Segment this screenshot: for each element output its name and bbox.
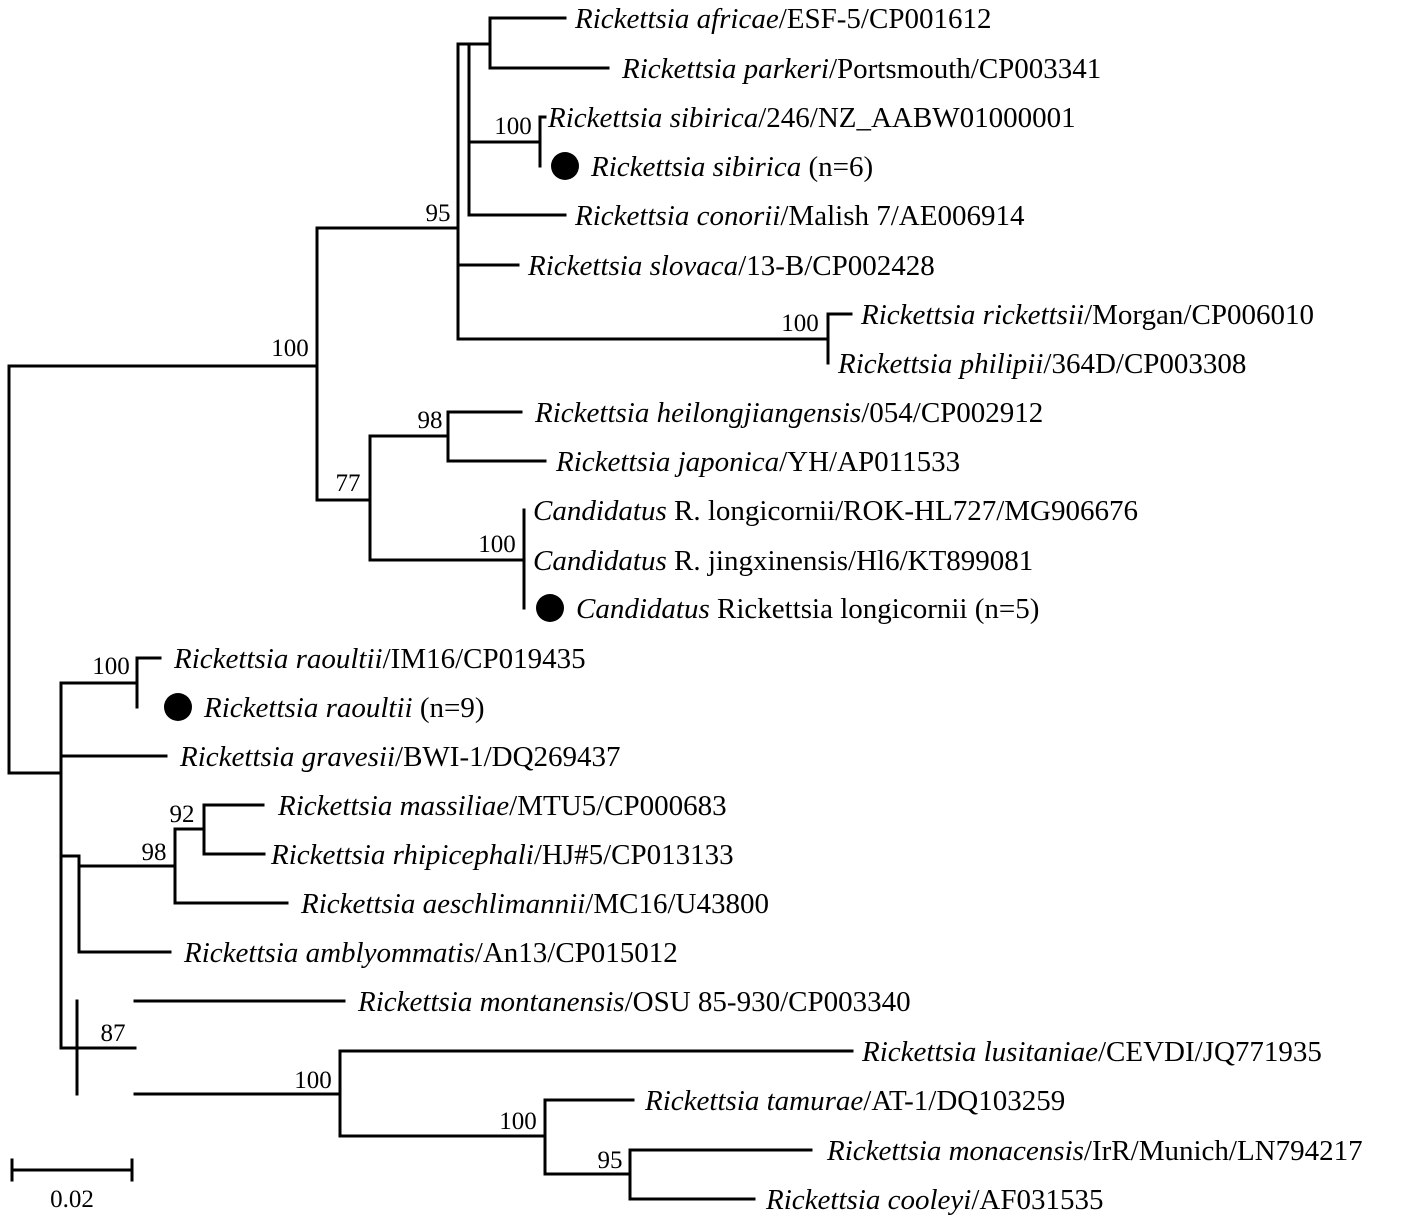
tip-label-t23: Rickettsia tamurae/AT-1/DQ103259 xyxy=(644,1085,1065,1117)
tip-label-t8: Rickettsia philipii/364D/CP003308 xyxy=(837,348,1246,380)
species-name-italic: Rickettsia sibirica xyxy=(547,102,758,134)
tip-label-t6: Rickettsia slovaca/13-B/CP002428 xyxy=(527,250,935,282)
strain-accession: /MC16/U43800 xyxy=(585,888,769,920)
tip-label-t15: Rickettsia raoultii (n=9) xyxy=(203,692,485,724)
species-name-italic: Rickettsia aeschlimannii xyxy=(300,888,585,920)
strain-accession: /MTU5/CP000683 xyxy=(509,790,727,822)
species-name-italic: Rickettsia slovaca xyxy=(527,250,738,282)
strain-accession: /IM16/CP019435 xyxy=(383,643,586,675)
bootstrap-value-b3: 100 xyxy=(494,113,532,140)
species-name-italic: Rickettsia conorii xyxy=(574,200,780,232)
bootstrap-value-b6: 77 xyxy=(336,470,361,497)
tip-label-t3: Rickettsia sibirica/246/NZ_AABW01000001 xyxy=(547,102,1076,134)
strain-accession: /246/NZ_AABW01000001 xyxy=(758,102,1075,134)
strain-accession: /HJ#5/CP013133 xyxy=(534,839,734,871)
tip-label-t7: Rickettsia rickettsii/Morgan/CP006010 xyxy=(860,299,1314,331)
scale-bar-label: 0.02 xyxy=(50,1186,94,1213)
tip-label-t4: Rickettsia sibirica (n=6) xyxy=(590,151,873,183)
species-name-italic: Candidatus xyxy=(576,593,710,625)
bootstrap-value-b9: 92 xyxy=(170,801,195,828)
tip-label-t21: Rickettsia montanensis/OSU 85-930/CP0033… xyxy=(357,986,911,1018)
tip-label-t5: Rickettsia conorii/Malish 7/AE006914 xyxy=(574,200,1025,232)
species-name-italic: Rickettsia raoultii xyxy=(203,692,413,724)
tip-label-t13: Candidatus Rickettsia longicornii (n=5) xyxy=(576,593,1039,625)
strain-accession: /Malish 7/AE006914 xyxy=(780,200,1025,232)
tip-label-t10: Rickettsia japonica/YH/AP011533 xyxy=(555,446,960,478)
species-name-italic: Rickettsia montanensis xyxy=(357,986,625,1018)
strain-accession: /IrR/Munich/LN794217 xyxy=(1084,1135,1363,1167)
species-name-italic: Rickettsia sibirica xyxy=(590,151,801,183)
bootstrap-value-b11: 87 xyxy=(101,1020,126,1047)
species-name-italic: Rickettsia monacensis xyxy=(826,1135,1084,1167)
species-name-italic: Rickettsia tamurae xyxy=(644,1085,863,1117)
species-name-italic: Rickettsia rickettsii xyxy=(860,299,1084,331)
strain-accession: R. jingxinensis/Hl6/KT899081 xyxy=(667,545,1034,577)
strain-accession: /OSU 85-930/CP003340 xyxy=(625,986,911,1018)
bootstrap-value-b2: 95 xyxy=(426,200,451,227)
tip-label-t9: Rickettsia heilongjiangensis/054/CP00291… xyxy=(534,397,1043,429)
species-name-italic: Rickettsia massiliae xyxy=(277,790,509,822)
tip-label-t1: Rickettsia africae/ESF-5/CP001612 xyxy=(574,3,991,35)
tip-labels: Rickettsia africae/ESF-5/CP001612Rickett… xyxy=(173,3,1363,1216)
bootstrap-value-b1: 100 xyxy=(271,335,309,362)
strain-accession: /13-B/CP002428 xyxy=(738,250,935,282)
tip-label-t25: Rickettsia cooleyi/AF031535 xyxy=(765,1184,1103,1216)
species-name-italic: Rickettsia lusitaniae xyxy=(861,1036,1098,1068)
bootstrap-value-b7: 100 xyxy=(478,531,516,558)
bootstrap-value-b13: 100 xyxy=(499,1108,537,1135)
strain-accession: Rickettsia longicornii (n=5) xyxy=(710,593,1040,625)
tip-label-t18: Rickettsia rhipicephali/HJ#5/CP013133 xyxy=(270,839,734,871)
strain-accession: /AT-1/DQ103259 xyxy=(863,1085,1065,1117)
strain-accession: /364D/CP003308 xyxy=(1043,348,1246,380)
species-name-italic: Rickettsia philipii xyxy=(837,348,1043,380)
tip-label-t11: Candidatus R. longicornii/ROK-HL727/MG90… xyxy=(533,495,1138,527)
strain-accession: (n=9) xyxy=(413,692,485,724)
tip-label-t24: Rickettsia monacensis/IrR/Munich/LN79421… xyxy=(826,1135,1363,1167)
strain-accession: /BWI-1/DQ269437 xyxy=(395,741,621,773)
species-name-italic: Rickettsia africae xyxy=(574,3,779,35)
bootstrap-value-b5: 98 xyxy=(418,407,443,434)
species-name-italic: Rickettsia heilongjiangensis xyxy=(534,397,861,429)
study-sample-markers xyxy=(164,152,579,721)
tree-branches xyxy=(7,16,854,1201)
scale-bar: 0.02 xyxy=(10,1158,134,1213)
species-name-italic: Rickettsia gravesii xyxy=(179,741,395,773)
tip-label-t14: Rickettsia raoultii/IM16/CP019435 xyxy=(173,643,586,675)
strain-accession: /CEVDI/JQ771935 xyxy=(1098,1036,1322,1068)
bootstrap-value-b12: 100 xyxy=(294,1067,332,1094)
bootstrap-value-b14: 95 xyxy=(598,1147,623,1174)
species-name-italic: Rickettsia cooleyi xyxy=(765,1184,971,1216)
species-name-italic: Rickettsia japonica xyxy=(555,446,779,478)
tip-label-t12: Candidatus R. jingxinensis/Hl6/KT899081 xyxy=(533,545,1033,577)
tip-label-t2: Rickettsia parkeri/Portsmouth/CP003341 xyxy=(621,53,1101,85)
tip-label-t17: Rickettsia massiliae/MTU5/CP000683 xyxy=(277,790,727,822)
strain-accession: /AF031535 xyxy=(971,1184,1103,1216)
strain-accession: /054/CP002912 xyxy=(861,397,1043,429)
sample-marker-icon xyxy=(536,594,564,622)
bootstrap-value-b8: 100 xyxy=(92,653,130,680)
strain-accession: /An13/CP015012 xyxy=(475,937,678,969)
strain-accession: /Portsmouth/CP003341 xyxy=(829,53,1101,85)
strain-accession: /ESF-5/CP001612 xyxy=(779,3,992,35)
strain-accession: /YH/AP011533 xyxy=(779,446,960,478)
tip-label-t19: Rickettsia aeschlimannii/MC16/U43800 xyxy=(300,888,769,920)
species-name-italic: Candidatus xyxy=(533,545,667,577)
sample-marker-icon xyxy=(551,152,579,180)
species-name-italic: Candidatus xyxy=(533,495,667,527)
species-name-italic: Rickettsia raoultii xyxy=(173,643,383,675)
strain-accession: /Morgan/CP006010 xyxy=(1084,299,1314,331)
strain-accession: (n=6) xyxy=(801,151,873,183)
species-name-italic: Rickettsia parkeri xyxy=(621,53,829,85)
tip-label-t16: Rickettsia gravesii/BWI-1/DQ269437 xyxy=(179,741,621,773)
bootstrap-value-b4: 100 xyxy=(781,310,819,337)
tip-label-t22: Rickettsia lusitaniae/CEVDI/JQ771935 xyxy=(861,1036,1322,1068)
bootstrap-value-b10: 98 xyxy=(142,839,167,866)
species-name-italic: Rickettsia rhipicephali xyxy=(270,839,534,871)
species-name-italic: Rickettsia amblyommatis xyxy=(183,937,475,969)
tip-label-t20: Rickettsia amblyommatis/An13/CP015012 xyxy=(183,937,678,969)
strain-accession: R. longicornii/ROK-HL727/MG906676 xyxy=(667,495,1138,527)
sample-marker-icon xyxy=(164,693,192,721)
